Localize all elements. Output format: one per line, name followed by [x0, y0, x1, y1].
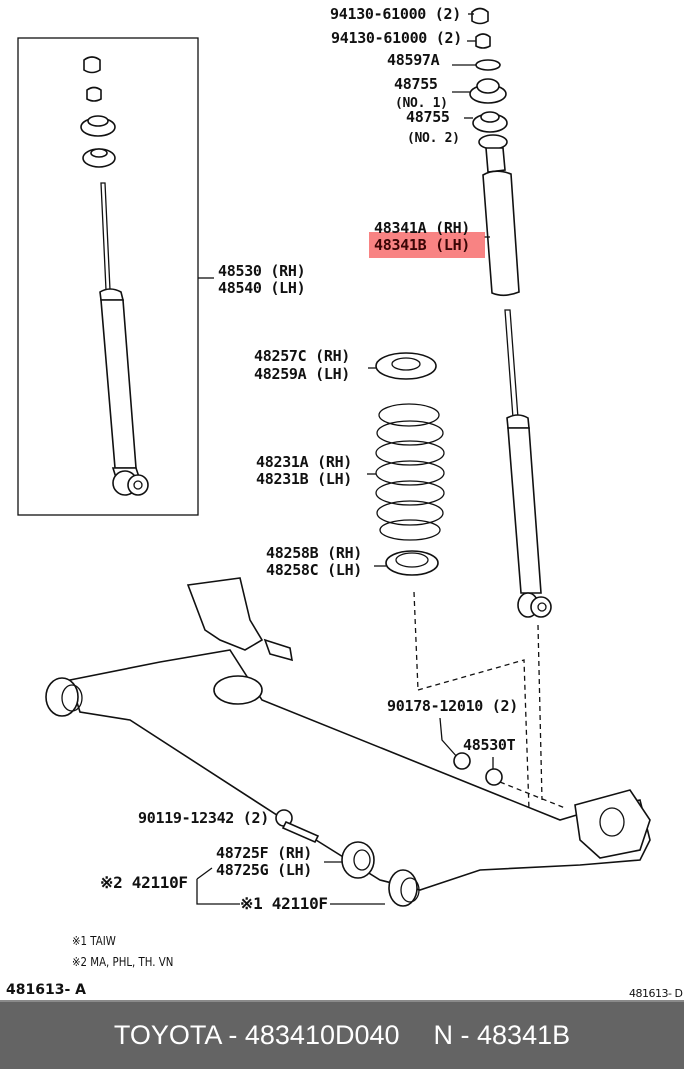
label-nut-1[interactable]: 94130-61000 (2) — [330, 5, 461, 23]
label-support-no1-sub: (NO. 1) — [395, 96, 448, 111]
label-cushion[interactable]: 48530T — [463, 736, 516, 754]
bolt-icon — [453, 752, 471, 770]
label-lower-insulator-lh[interactable]: 48258C (LH) — [266, 561, 363, 579]
nut-icon — [471, 7, 491, 49]
brand-part-number: TOYOTA - 483410D040 — [113, 1020, 400, 1050]
label-bushing-lh[interactable]: 48725G (LH) — [216, 861, 313, 879]
label-lower-insulator-rh[interactable]: 48258B (RH) — [266, 544, 363, 562]
label-beam-note1[interactable]: ※1 42110F — [240, 894, 328, 913]
label-upper-insulator-rh[interactable]: 48257C (RH) — [254, 347, 351, 365]
label-bumper-rh[interactable]: 48341A (RH) — [374, 219, 471, 237]
cushion-icon — [485, 768, 503, 786]
label-nut-2[interactable]: 94130-61000 (2) — [331, 29, 462, 47]
label-beam-note2[interactable]: ※2 42110F — [100, 873, 188, 892]
diagram-drawing — [17, 7, 651, 907]
support-no2-icon — [472, 111, 508, 133]
label-bushing-rh[interactable]: 48725F (RH) — [216, 844, 313, 862]
highlight-box — [369, 232, 485, 258]
inset-box — [17, 37, 199, 516]
upper-insulator-icon — [375, 352, 437, 380]
label-support-no2-sub: (NO. 2) — [407, 131, 460, 146]
footnote-1: ※1 TAIW — [72, 934, 116, 948]
coil-spring-icon — [375, 403, 445, 541]
part-info-footer: TOYOTA - 483410D040 N - 48341B — [0, 1000, 684, 1069]
label-bolt-2[interactable]: 90119-12342 (2) — [138, 809, 269, 827]
parts-diagram: 94130-61000 (2) 94130-61000 (2) 48597A 4… — [6, 5, 683, 1001]
label-upper-insulator-lh[interactable]: 48259A (LH) — [254, 365, 351, 383]
footnote-2: ※2 MA, PHL, TH. VN — [72, 955, 174, 969]
lower-insulator-icon — [385, 550, 439, 576]
label-bumper-lh-highlighted[interactable]: 48341B (LH) — [374, 236, 471, 254]
label-absorber-lh[interactable]: 48540 (LH) — [218, 279, 306, 297]
support-no1-icon — [469, 78, 507, 104]
axle-beam-icon — [45, 577, 651, 907]
label-absorber-rh[interactable]: 48530 (RH) — [218, 262, 306, 280]
label-support-no1[interactable]: 48755 — [394, 75, 438, 93]
bushing-icon — [341, 841, 375, 879]
label-coil-spring-rh[interactable]: 48231A (RH) — [256, 453, 353, 471]
label-support-no2[interactable]: 48755 — [406, 108, 450, 126]
label-cushion-retainer[interactable]: 48597A — [387, 51, 440, 69]
diagram-ref-right: 481613- D — [629, 987, 683, 1000]
inset-shock-absorber-icon — [99, 182, 149, 496]
shock-absorber-icon — [504, 309, 552, 618]
reference-part-number: N - 48341B — [433, 1020, 571, 1050]
label-coil-spring-lh[interactable]: 48231B (LH) — [256, 470, 353, 488]
inset-nut-icon — [83, 56, 102, 102]
cushion-retainer-icon — [475, 59, 501, 71]
diagram-ref-left: 481613- A — [6, 982, 86, 998]
inset-support-icon — [80, 115, 116, 168]
label-bolt-1[interactable]: 90178-12010 (2) — [387, 697, 518, 715]
bump-stopper-icon — [478, 134, 520, 297]
bolt-long-icon — [275, 809, 320, 844]
